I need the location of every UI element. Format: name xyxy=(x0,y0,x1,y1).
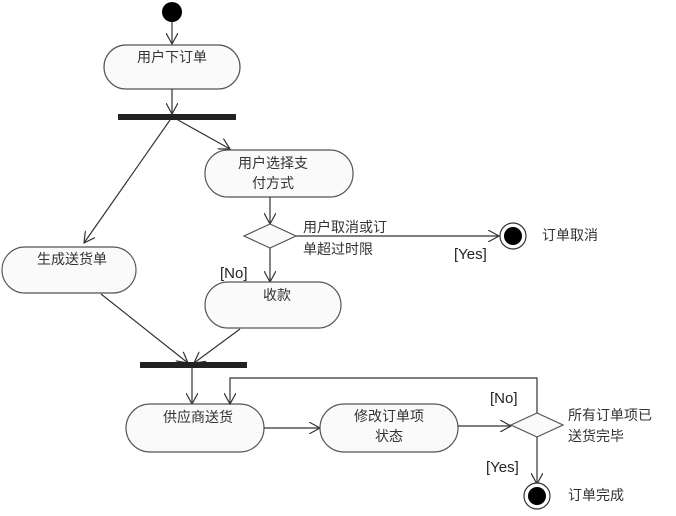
join-bar-2 xyxy=(140,362,247,368)
decision-all-delivered xyxy=(509,412,565,438)
edge-fork-to-delivery-note xyxy=(84,119,171,243)
guard-cancel-no: [No] xyxy=(220,265,248,282)
activity-choose-payment-label-2: 付方式 xyxy=(252,176,294,192)
final-completed-label: 订单完成 xyxy=(568,488,624,504)
guard-delivered-no: [No] xyxy=(490,390,518,407)
fork-bar-1 xyxy=(118,114,236,120)
final-node-cancelled-inner xyxy=(504,227,522,245)
activity-choose-payment-label-1: 用户选择支 xyxy=(238,155,308,172)
final-cancelled-label: 订单取消 xyxy=(542,228,598,244)
activity-update-status-label-1: 修改订单项 xyxy=(354,409,424,425)
decision-cancel-label-2: 单超过时限 xyxy=(303,242,373,258)
activity-place-order-label: 用户下订单 xyxy=(137,49,207,66)
edge-collect-to-join xyxy=(194,328,241,363)
edge-decision-no-loop xyxy=(230,377,538,413)
activity-generate-delivery xyxy=(1,246,137,294)
decision-all-delivered-label-1: 所有订单项已 xyxy=(568,408,652,424)
activity-update-status-label-2: 状态 xyxy=(375,429,403,445)
activity-update-status xyxy=(319,403,459,453)
decision-cancel-label-1: 用户取消或订 xyxy=(303,219,387,236)
guard-cancel-yes: [Yes] xyxy=(454,246,487,263)
activity-generate-delivery-label: 生成送货单 xyxy=(37,251,107,268)
activity-supplier-ship-label: 供应商送货 xyxy=(163,409,233,426)
activity-choose-payment xyxy=(204,149,354,198)
guard-delivered-yes: [Yes] xyxy=(486,459,519,476)
initial-node xyxy=(162,2,182,22)
activity-collect-payment xyxy=(204,281,342,329)
edge-delivery-to-join xyxy=(100,293,188,363)
activity-collect-payment-label: 收款 xyxy=(263,288,291,304)
edge-fork-to-payment xyxy=(177,119,230,149)
final-node-completed-inner xyxy=(528,487,546,505)
decision-cancel xyxy=(242,223,298,249)
decision-all-delivered-label-2: 送货完毕 xyxy=(568,428,624,445)
